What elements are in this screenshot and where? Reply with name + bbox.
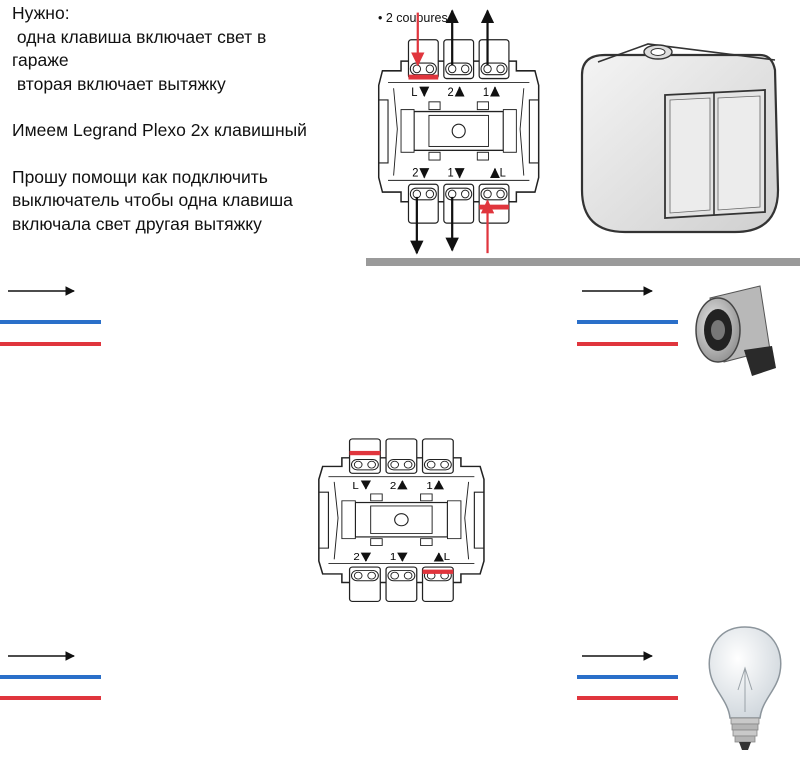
blue-wire — [577, 675, 678, 679]
blank-top-label-2: 2 — [390, 480, 396, 491]
reference-bridge-bottom — [479, 204, 509, 210]
blank-bottom-label-1: 1 — [390, 552, 396, 563]
request-line-1: одна клавиша включает свет в — [12, 26, 267, 47]
duct-fan-icon — [695, 285, 776, 376]
reference-bridge-top — [408, 74, 439, 80]
red-wire — [0, 696, 101, 700]
request-line-3: вторая включает вытяжку — [12, 73, 226, 94]
ref-bottom-label-2: 2 — [412, 167, 418, 179]
red-wire — [0, 342, 101, 346]
ref-bottom-label-1: 1 — [448, 167, 454, 179]
request-heading: Нужно: — [12, 3, 70, 23]
ref-top-label-1: 1 — [483, 87, 489, 99]
blank-top-label-1: 1 — [426, 480, 432, 491]
reference-switch-diagram: L 2 1 2 1 L — [379, 9, 539, 255]
request-line-4: Имеем Legrand Plexo 2х клавишный — [12, 120, 307, 140]
blue-wire — [0, 320, 101, 324]
ref-top-label-l: L — [411, 87, 417, 99]
light-bulb-icon — [708, 626, 782, 750]
section-divider — [366, 258, 800, 266]
blank-switch-diagram: L 2 1 2 1 L — [319, 439, 484, 602]
blue-wire — [577, 320, 678, 324]
request-line-7: включала свет другая вытяжку — [12, 213, 262, 234]
fan-feed-wires — [0, 286, 101, 346]
blue-wire — [0, 675, 101, 679]
blank-bottom-label-2: 2 — [353, 552, 359, 563]
request-text: Нужно: одна клавиша включает свет в гара… — [12, 2, 307, 236]
fan-load-wires — [577, 286, 678, 346]
ref-bottom-label-l: L — [500, 167, 506, 179]
blank-bridge-top — [349, 450, 381, 456]
request-line-5: Прошу помощи как подключить — [12, 166, 268, 187]
request-line-2: гараже — [12, 50, 69, 70]
blank-bottom-label-l: L — [444, 552, 450, 563]
request-line-6: выключатель чтобы одна клавиша — [12, 190, 293, 210]
ref-top-label-2: 2 — [448, 87, 454, 99]
blank-bridge-bottom — [422, 569, 454, 574]
red-wire — [577, 342, 678, 346]
red-wire — [577, 696, 678, 700]
reference-caption: • 2 coupures — [378, 11, 448, 25]
switch-photo — [580, 43, 780, 234]
light-load-wires — [577, 651, 678, 700]
light-feed-wires — [0, 651, 101, 700]
blank-top-label-l: L — [352, 480, 358, 491]
